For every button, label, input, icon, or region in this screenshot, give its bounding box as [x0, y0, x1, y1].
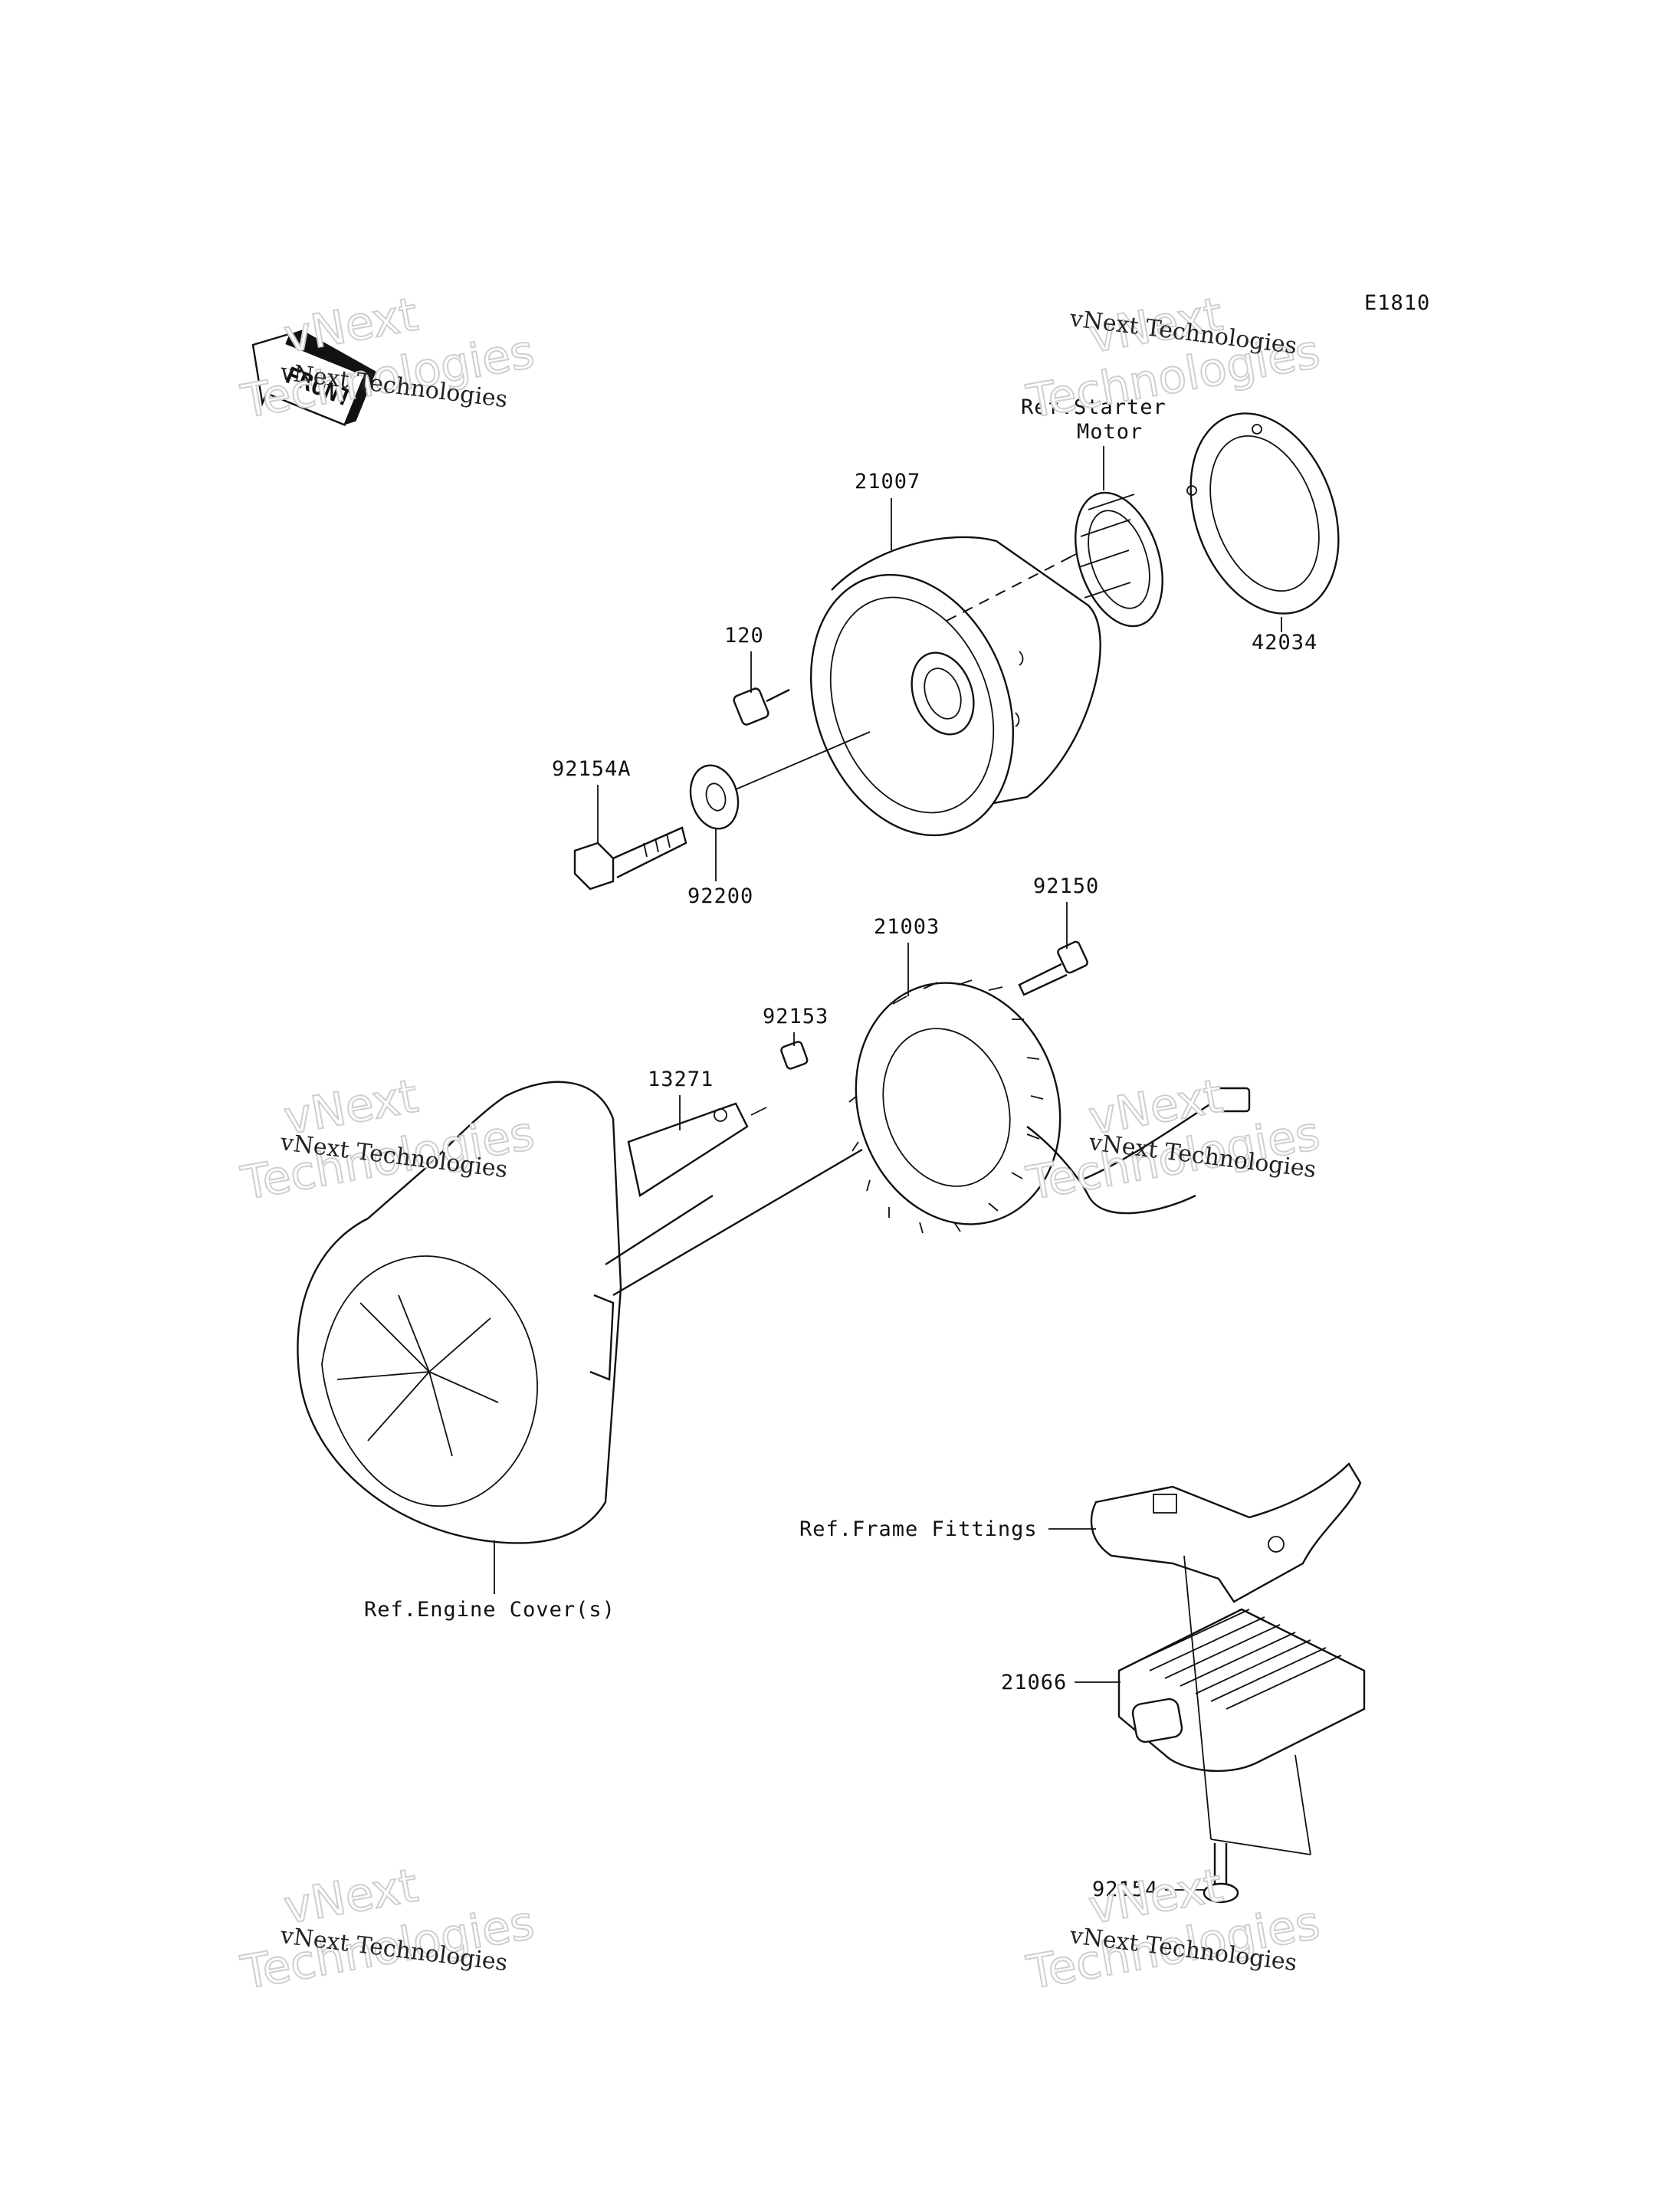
label-92150: 92150: [1033, 874, 1099, 949]
engine-cover: [297, 1081, 622, 1544]
svg-text:Motor: Motor: [1077, 420, 1143, 444]
label-120: 120: [724, 624, 764, 693]
svg-text:92153: 92153: [763, 1005, 829, 1028]
starter-clutch: [1075, 491, 1163, 628]
svg-text:92150: 92150: [1033, 874, 1099, 898]
svg-text:21003: 21003: [874, 915, 940, 939]
label-frame-fittings: Ref.Frame Fittings: [799, 1517, 1096, 1541]
label-21007: 21007: [855, 470, 920, 550]
svg-text:13271: 13271: [648, 1068, 714, 1091]
svg-text:92154A: 92154A: [552, 757, 632, 781]
flywheel-axis-line: [946, 551, 1081, 622]
label-13271: 13271: [648, 1068, 714, 1130]
label-21003: 21003: [874, 915, 940, 996]
svg-text:92154: 92154: [1092, 1878, 1158, 1901]
watermark-bottom-right: vNext Technologies vNext Technologies: [1022, 1858, 1324, 2001]
washer-92200: [689, 764, 740, 830]
front-arrow-icon: FRONT: [251, 330, 376, 426]
plate-13271: [627, 1102, 749, 1197]
frame-bracket: [1090, 1462, 1362, 1603]
watermark-middle-right: vNext Technologies vNext Technologies: [1022, 1068, 1324, 1212]
watermark-top-right: vNext Technologies vNext Technologies: [1022, 287, 1324, 430]
bolt-92154a: [573, 826, 687, 891]
svg-text:Ref.Frame Fittings: Ref.Frame Fittings: [799, 1517, 1038, 1541]
svg-text:21007: 21007: [855, 470, 920, 494]
flywheel-rotor: [809, 536, 1101, 837]
label-engine-cover: Ref.Engine Cover(s): [364, 1540, 615, 1622]
bolt-92150: [1018, 940, 1088, 996]
bolt-92153: [780, 1041, 809, 1070]
label-21066: 21066: [1001, 1671, 1121, 1694]
bolt-92154: [1203, 1843, 1239, 1904]
label-92153: 92153: [763, 1005, 829, 1046]
diagram-code: E1810: [1364, 291, 1430, 315]
watermark-top-left: vNext Technologies vNext Technologies: [236, 287, 539, 430]
stator-21003: [848, 979, 1251, 1234]
svg-text:Ref.Engine Cover(s): Ref.Engine Cover(s): [364, 1598, 615, 1622]
svg-text:92200: 92200: [687, 884, 753, 908]
svg-text:Ref.Starter: Ref.Starter: [1021, 395, 1166, 419]
bolt-120: [733, 687, 790, 726]
regulator-rectifier-21066: [1117, 1608, 1366, 1773]
starter-plate-42034: [1186, 412, 1340, 615]
label-starter-motor: Ref.Starter Motor: [1021, 395, 1166, 490]
label-92200: 92200: [687, 829, 753, 908]
svg-text:21066: 21066: [1001, 1671, 1067, 1694]
svg-text:120: 120: [724, 624, 764, 648]
label-42034: 42034: [1252, 617, 1317, 654]
label-92154: 92154: [1092, 1878, 1205, 1901]
watermark-bottom-left: vNext Technologies vNext Technologies: [236, 1858, 539, 2001]
svg-text:42034: 42034: [1252, 631, 1317, 654]
label-92154a: 92154A: [552, 757, 632, 843]
